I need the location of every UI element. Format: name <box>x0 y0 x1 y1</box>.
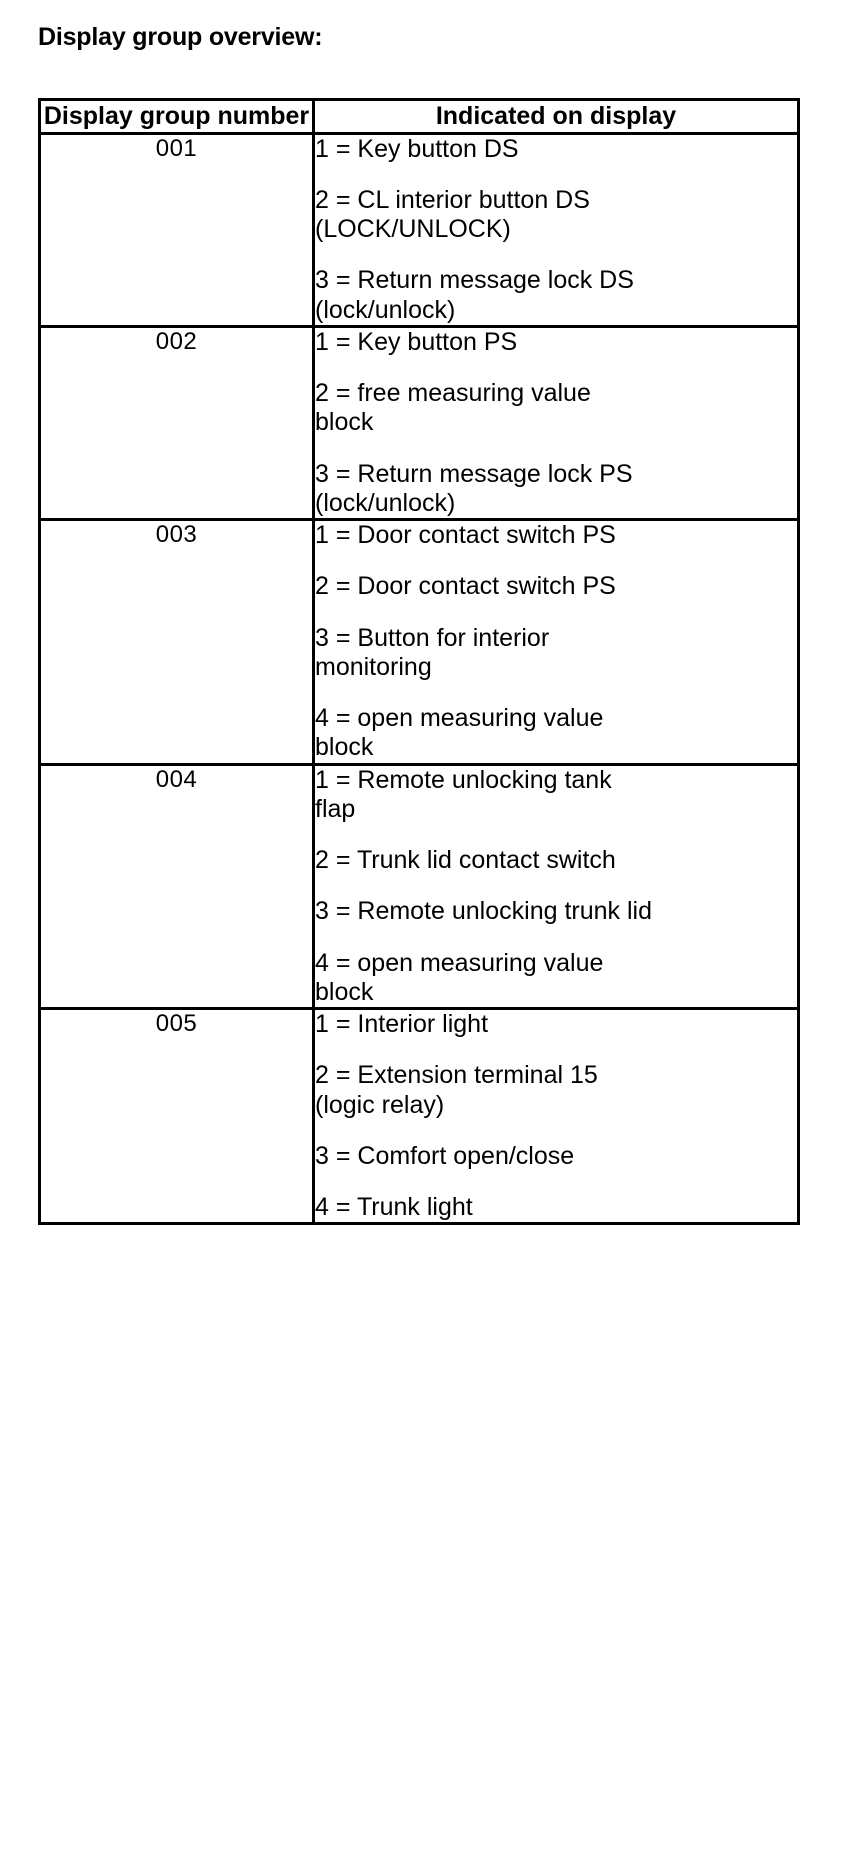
display-item-line: 2 = Door contact switch PS <box>315 572 616 601</box>
cell-display-group-number: 002 <box>38 324 315 522</box>
display-item-line: (LOCK/UNLOCK) <box>315 215 511 243</box>
display-item-line: 2 = Extension terminal 15 <box>315 1061 598 1090</box>
display-item-line: (lock/unlock) <box>315 488 456 517</box>
display-item: 2 = Extension terminal 15(logic relay) <box>315 1061 797 1120</box>
display-item-line: 1 = Interior light <box>315 1010 489 1038</box>
display-item: 1 = Door contact switch PS <box>315 521 797 550</box>
display-item: 1 = Key button PS <box>315 328 797 357</box>
display-item-line: 1 = Remote unlocking tank <box>315 765 612 794</box>
display-item-line: flap <box>315 794 356 823</box>
display-item-line: (logic relay) <box>315 1090 445 1119</box>
display-item-line: 4 = open measuring value <box>315 948 604 977</box>
column-header-indicated-on-display: Indicated on display <box>312 98 800 135</box>
display-item: 1 = Interior light <box>315 1010 797 1039</box>
display-item-line: 3 = Return message lock PS <box>315 459 633 488</box>
display-item: 2 = CL interior button DS(LOCK/UNLOCK) <box>315 186 797 245</box>
display-item: 3 = Return message lock PS(lock/unlock) <box>315 460 797 519</box>
cell-display-group-number: 001 <box>38 131 315 328</box>
display-item: 4 = Trunk light <box>315 1193 797 1222</box>
display-item: 3 = Remote unlocking trunk lid <box>315 897 797 926</box>
display-item: 2 = Trunk lid contact switch <box>315 846 797 875</box>
display-item-line: 1 = Key button PS <box>315 327 518 356</box>
display-item-line: 4 = open measuring value <box>315 704 604 732</box>
display-item-line: block <box>315 733 374 762</box>
display-group-overview-table: Display group number Indicated on displa… <box>38 98 800 1226</box>
display-item-line: 2 = Trunk lid contact switch <box>315 846 616 874</box>
display-item-line: 1 = Key button DS <box>315 134 519 163</box>
cell-indicated-on-display: 1 = Key button PS 2 = free measuring valu… <box>312 324 800 522</box>
cell-display-group-number: 005 <box>38 1006 315 1226</box>
cell-indicated-on-display: 1 = Key button DS 2 = CL interior button … <box>312 131 800 328</box>
display-item-line: 3 = Button for interior <box>315 623 550 652</box>
table-header-row: Display group number Indicated on displa… <box>38 98 800 135</box>
display-item-line: block <box>315 977 374 1006</box>
page-title: Display group overview: <box>38 23 323 51</box>
display-item: 2 = Door contact switch PS <box>315 572 797 601</box>
table-header: Display group number Indicated on displa… <box>38 98 800 135</box>
display-item: 3 = Comfort open/close <box>315 1142 797 1171</box>
display-item-line: 3 = Return message lock DS <box>315 266 634 295</box>
column-header-display-group-number: Display group number <box>38 98 315 135</box>
cell-display-group-number: 003 <box>38 518 315 766</box>
display-item-line: block <box>315 408 374 437</box>
display-item: 3 = Return message lock DS(lock/unlock) <box>315 266 797 325</box>
cell-indicated-on-display: 1 = Door contact switch PS 2 = Door conta… <box>312 518 800 766</box>
display-item-line: 1 = Door contact switch PS <box>315 521 616 549</box>
display-item-line: monitoring <box>315 652 432 681</box>
cell-display-group-number: 004 <box>38 762 315 1010</box>
cell-indicated-on-display: 1 = Interior light 2 = Extension terminal… <box>312 1006 800 1226</box>
display-item-line: 2 = CL interior button DS <box>315 185 590 214</box>
display-item-line: 3 = Comfort open/close <box>315 1141 575 1170</box>
display-item-line: 3 = Remote unlocking trunk lid <box>315 897 652 926</box>
display-item-line: 2 = free measuring value <box>315 379 591 407</box>
display-item-line: 4 = Trunk light <box>315 1193 473 1221</box>
display-item-line: (lock/unlock) <box>315 295 456 324</box>
display-item: 1 = Key button DS <box>315 135 797 164</box>
